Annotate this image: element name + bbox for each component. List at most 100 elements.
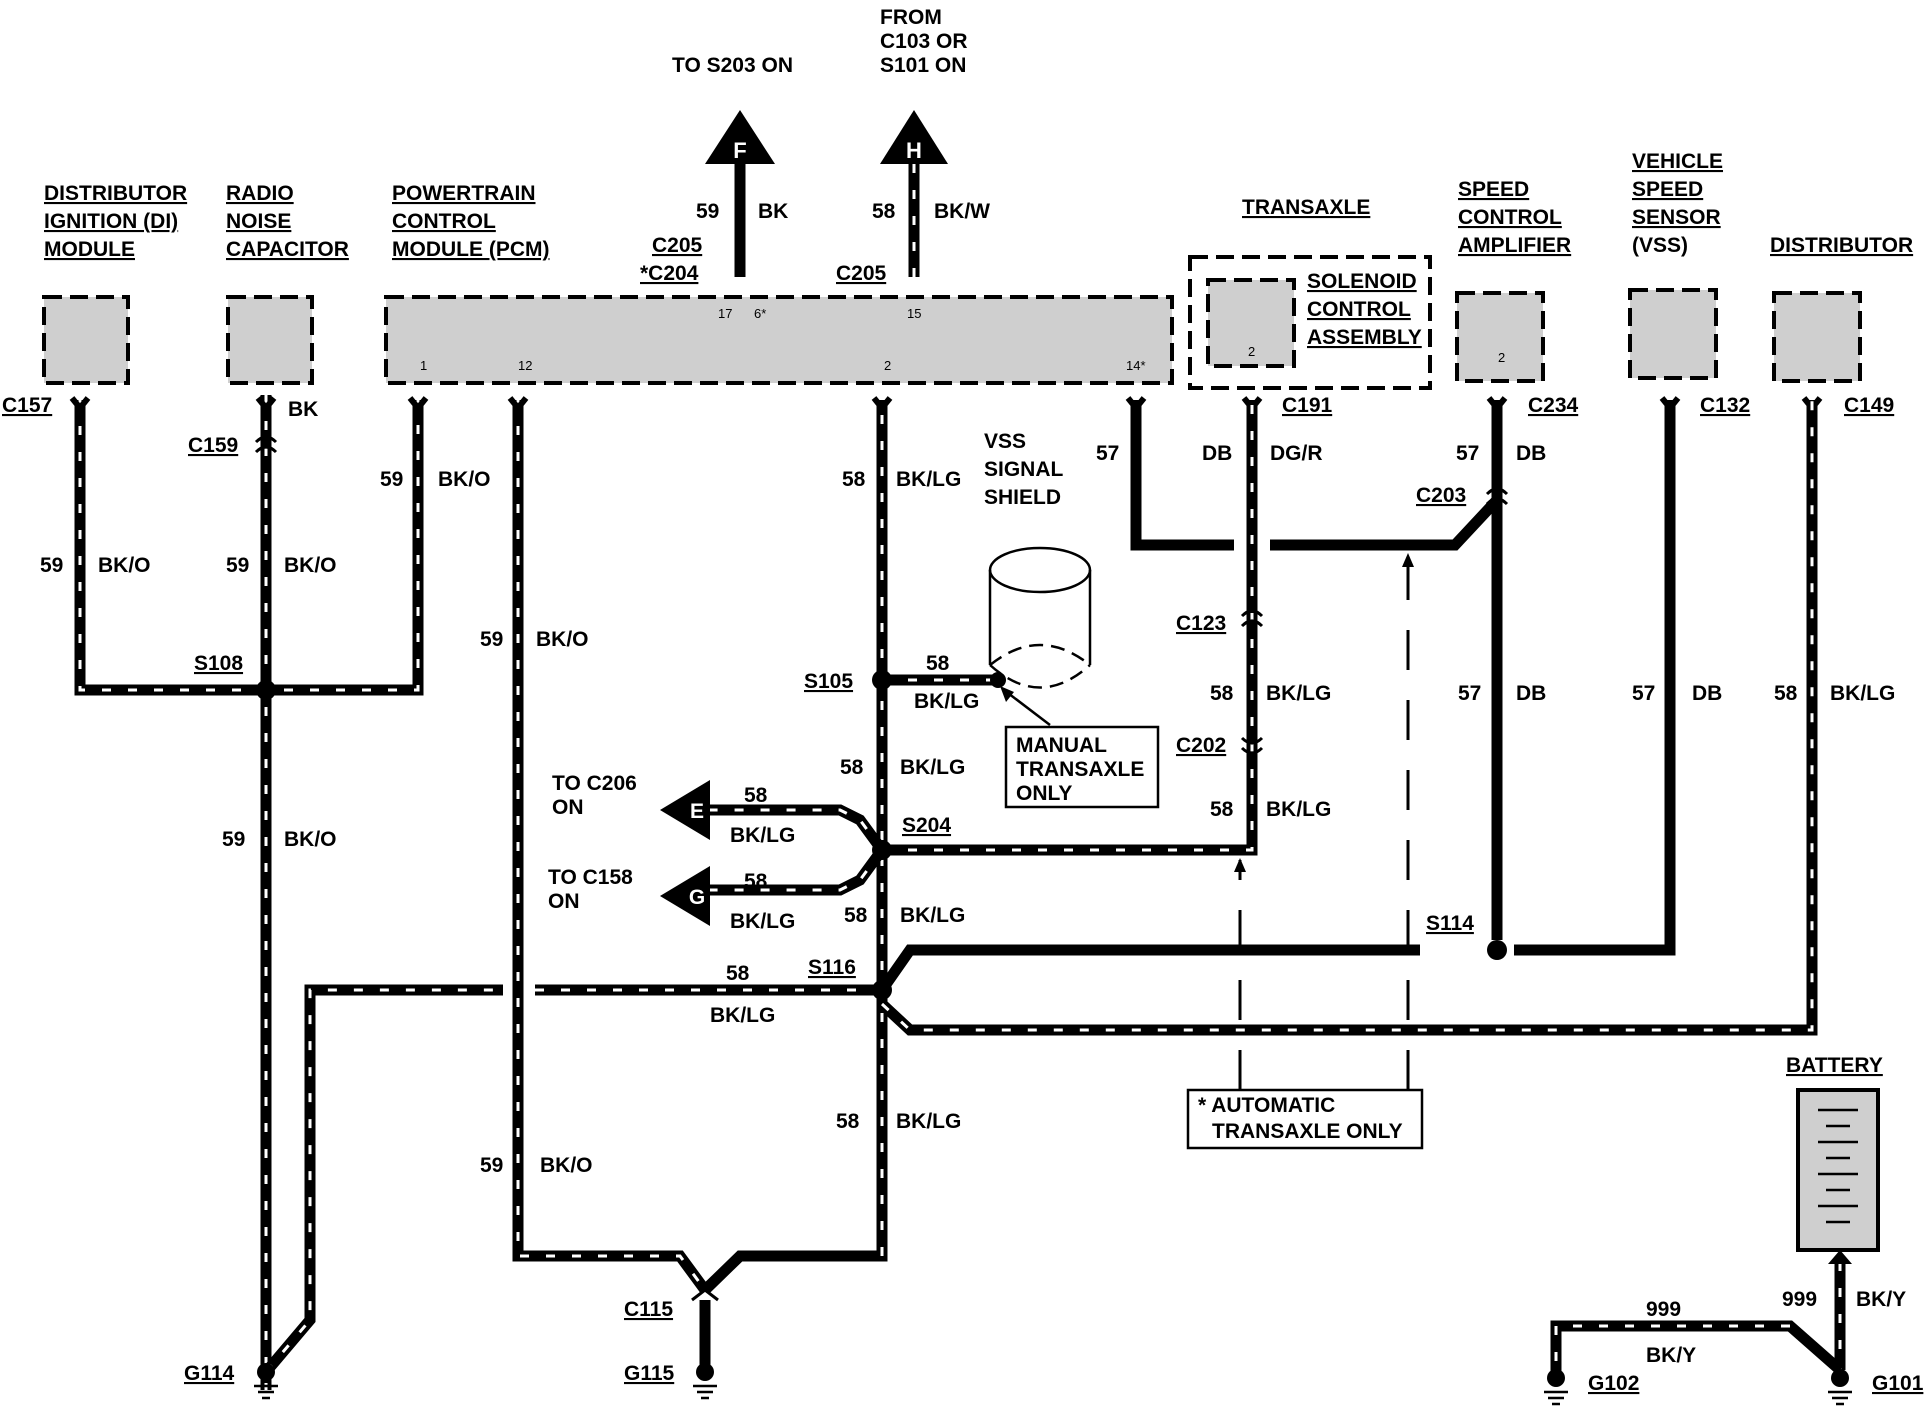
radio-capacitor-box[interactable] (226, 295, 314, 385)
label-bklg-c123: BK/LG (1266, 682, 1331, 705)
connector-c149: C149 (1844, 394, 1894, 417)
speed-amp-box[interactable] (1455, 291, 1545, 383)
label-59-c115: 59 (480, 1154, 503, 1177)
connector-c205a: C205 (652, 234, 703, 257)
connector-c203: C203 (1416, 484, 1466, 507)
ground-g102: G102 (1588, 1372, 1639, 1395)
bko-wires (74, 395, 888, 1390)
di-module-title-3: MODULE (44, 238, 135, 261)
label-58-c115: 58 (836, 1110, 860, 1133)
connector-c205b: C205 (836, 262, 887, 285)
label-bklg-c202: BK/LG (1266, 798, 1331, 821)
splice-s114-dot[interactable] (1487, 940, 1507, 960)
manual-note-arrowhead (1000, 686, 1014, 702)
connector-c157: C157 (2, 394, 52, 417)
label-bko-c115: BK/O (540, 1154, 593, 1177)
label-58-c123: 58 (1210, 682, 1234, 705)
label-bklg-c115: BK/LG (896, 1110, 961, 1133)
pcm-pin-15: 15 (907, 306, 921, 321)
label-57-amp: 57 (1458, 682, 1481, 705)
splice-s116-dot[interactable] (872, 980, 892, 1000)
pcm-pin-12: 12 (518, 358, 532, 373)
speed-amp-title-2: CONTROL (1458, 206, 1562, 229)
label-bko-g114: BK/O (284, 828, 337, 851)
di-module-title-2: IGNITION (DI) (44, 210, 178, 233)
splice-s114: S114 (1426, 912, 1474, 935)
vss-title: VEHICLE (1632, 150, 1723, 173)
label-57-pcm14: 57 (1096, 442, 1119, 465)
vss-shield-label-3: SHIELD (984, 486, 1061, 509)
label-57-c234: 57 (1456, 442, 1479, 465)
manual-note-box (1004, 725, 1160, 809)
distributor-title: DISTRIBUTOR (1770, 234, 1913, 257)
label-bklg-g: BK/LG (730, 910, 795, 933)
label-58-shield: 58 (926, 652, 950, 675)
offpage-e-letter: E (690, 800, 704, 823)
pcm-pin-2: 2 (884, 358, 891, 373)
label-bklg-s204b: BK/LG (900, 904, 965, 927)
vss-box[interactable] (1628, 288, 1718, 380)
label-bko-pcm1: BK/O (438, 468, 491, 491)
offpage-h-text-2: C103 OR (880, 30, 968, 53)
manual-note-text: MANUAL (1016, 734, 1107, 757)
label-59-g114: 59 (222, 828, 245, 851)
offpage-h-arrow-icon (880, 110, 948, 164)
solenoid-pin-2: 2 (1248, 344, 1255, 359)
ground-g101: G101 (1872, 1372, 1924, 1395)
label-58-s116: 58 (726, 962, 750, 985)
label-58-c202: 58 (1210, 798, 1234, 821)
splice-s108-dot[interactable] (256, 680, 276, 700)
label-bklg-shield: BK/LG (914, 690, 979, 713)
splice-s204: S204 (902, 814, 951, 837)
label-bklg-s204a: BK/LG (900, 756, 965, 779)
auto-note-box (1186, 1088, 1424, 1150)
label-999-g102: 999 (1646, 1298, 1681, 1321)
label-58-dist: 58 (1774, 682, 1798, 705)
offpage-h-text: FROM (880, 6, 942, 29)
label-bklg-s116: BK/LG (710, 1004, 775, 1027)
offpage-g-letter: G (689, 886, 705, 909)
label-db-vss: DB (1692, 682, 1722, 705)
label-58-g: 58 (744, 870, 768, 893)
splice-s204-dot[interactable] (872, 840, 892, 860)
label-58-s204b: 58 (844, 904, 868, 927)
pcm-box[interactable] (384, 295, 1174, 385)
wire-999-bky-stripe (1554, 1324, 1790, 1372)
vss-title-3: SENSOR (1632, 206, 1721, 229)
manual-note-text-2: TRANSAXLE (1016, 758, 1144, 781)
offpage-e-arrow-icon (660, 780, 710, 840)
ground-icon-g102 (1544, 1369, 1568, 1406)
connector-c202: C202 (1176, 734, 1226, 757)
label-db-c191: DB (1202, 442, 1232, 465)
label-db-c234: DB (1516, 442, 1546, 465)
connector-c234: C234 (1528, 394, 1579, 417)
splice-s108: S108 (194, 652, 243, 675)
solenoid-box[interactable] (1206, 278, 1296, 368)
manual-note-text-3: ONLY (1016, 782, 1072, 805)
vss-title-2: SPEED (1632, 178, 1703, 201)
label-999-battery: 999 (1782, 1288, 1817, 1311)
ground-icon-g101 (1828, 1369, 1852, 1406)
splice-s105-dot[interactable] (872, 670, 892, 690)
label-bklg-e: BK/LG (730, 824, 795, 847)
offpage-f-text: TO S203 ON (672, 54, 793, 77)
vss-shield-label-2: SIGNAL (984, 458, 1064, 481)
pcm-title: POWERTRAIN (392, 182, 536, 205)
db-wires (877, 400, 1676, 994)
distributor-box[interactable] (1772, 291, 1862, 383)
auto-arrowhead-2 (1402, 553, 1414, 567)
label-58-s204a: 58 (840, 756, 864, 779)
connector-c132: C132 (1700, 394, 1750, 417)
label-58-pcm2: 58 (842, 468, 866, 491)
radio-cap-title-2: NOISE (226, 210, 291, 233)
connector-c191: C191 (1282, 394, 1333, 417)
label-57-vss: 57 (1632, 682, 1655, 705)
battery-icon[interactable] (1796, 1088, 1880, 1252)
shield-icon (988, 546, 1092, 689)
transaxle-title: TRANSAXLE (1242, 196, 1370, 219)
di-module-box[interactable] (42, 295, 130, 385)
label-db-amp: DB (1516, 682, 1546, 705)
radio-cap-title: RADIO (226, 182, 294, 205)
label-59-f: 59 (696, 200, 719, 223)
